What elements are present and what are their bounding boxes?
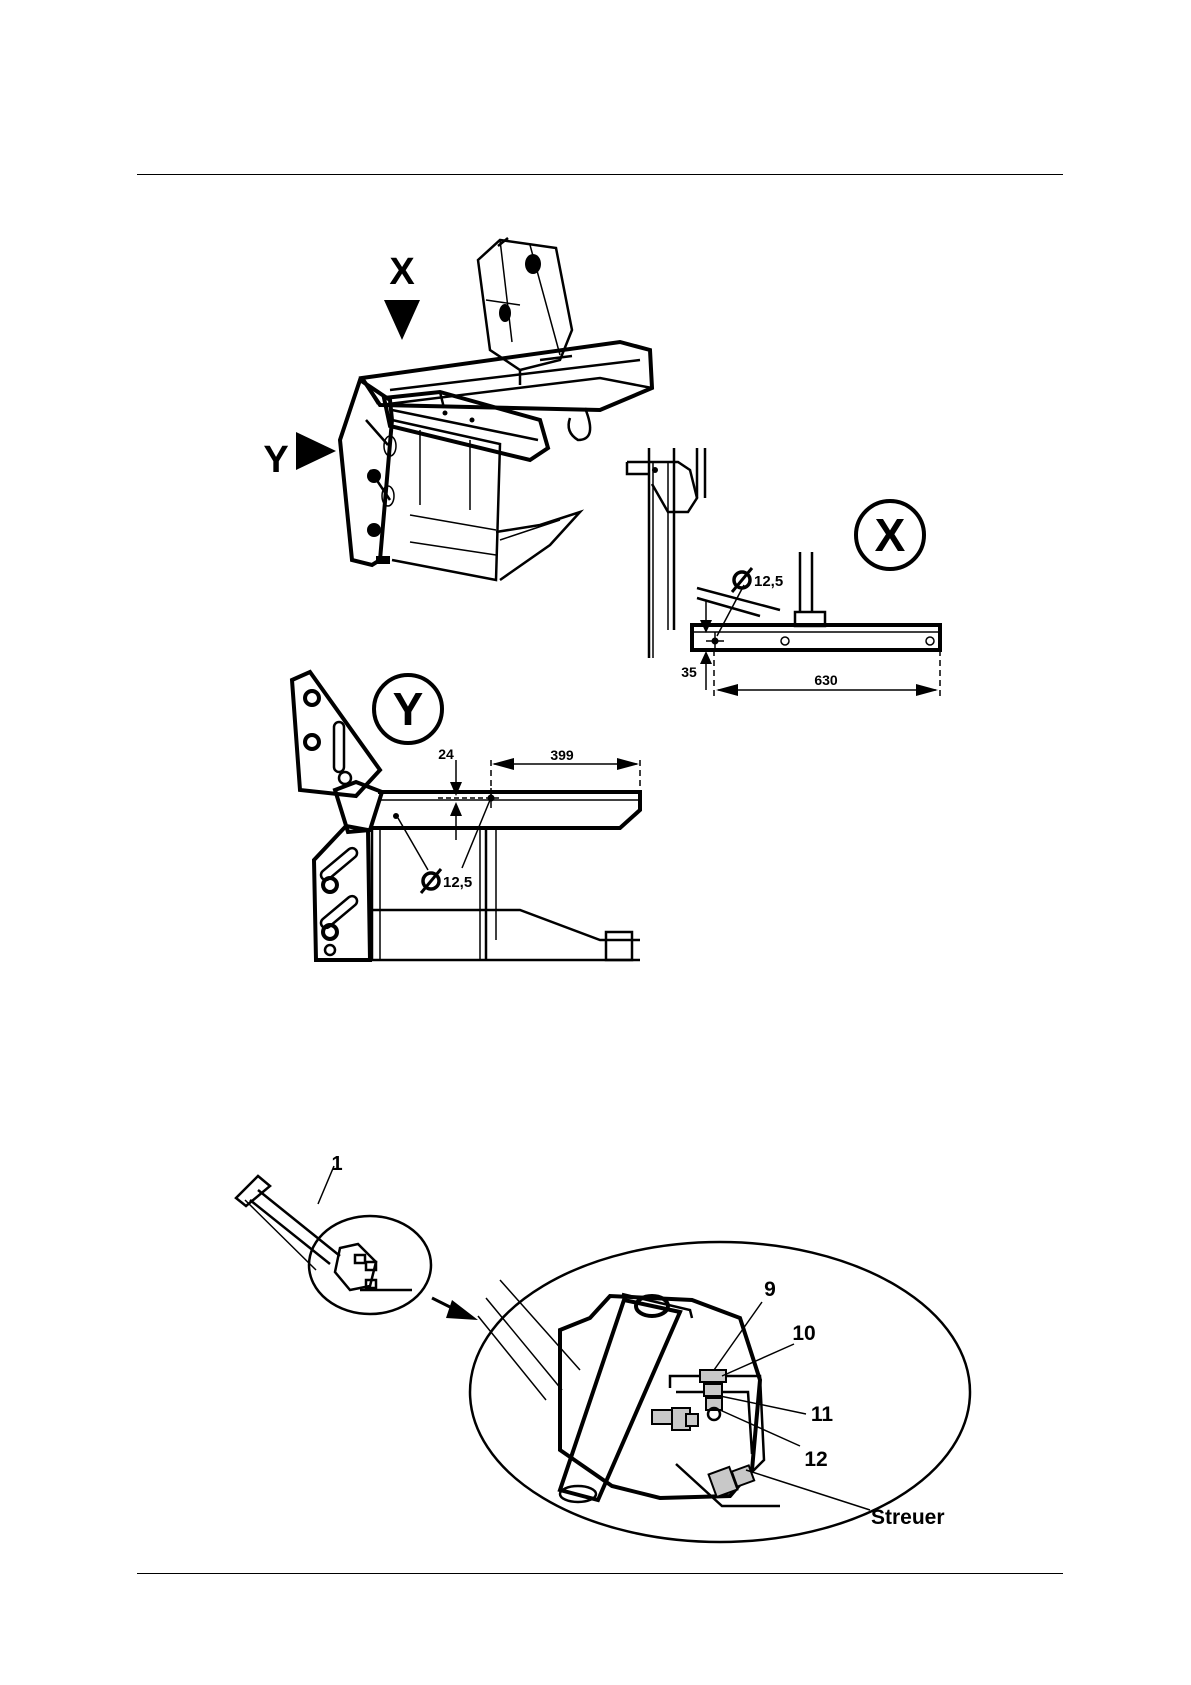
detail-y-drill-hole bbox=[488, 795, 495, 802]
detail-x-post-bracket bbox=[627, 462, 697, 512]
isometric-frame-drawing: X Y bbox=[263, 238, 652, 580]
detail-x-post-bolt bbox=[652, 467, 658, 473]
view-y-label: Y bbox=[263, 439, 288, 481]
front-beam-hole bbox=[470, 418, 475, 423]
side-plate-hole bbox=[367, 469, 381, 483]
overview-arm bbox=[250, 1190, 340, 1264]
streuer-label: Streuer bbox=[871, 1506, 945, 1529]
arrow-left-icon bbox=[716, 684, 738, 696]
mounting-overview: 1 bbox=[236, 1153, 478, 1320]
callout-12: 12 bbox=[804, 1448, 827, 1471]
detail-y-knuckle bbox=[335, 782, 382, 832]
detail-x-diameter-value: 12,5 bbox=[754, 573, 783, 590]
detail-y-diameter-leader bbox=[398, 818, 428, 870]
detail-y-lower-hole bbox=[323, 878, 337, 892]
detail-x-horizontal-dimension: 630 bbox=[814, 672, 838, 688]
side-bolt-head bbox=[652, 1410, 672, 1424]
detail-x-beam-hole bbox=[926, 637, 934, 645]
detail-x-label: X bbox=[875, 509, 906, 561]
lower-slope-plate bbox=[496, 512, 580, 580]
hook bbox=[569, 408, 591, 440]
upright-hole bbox=[499, 304, 511, 322]
mounting-magnified: 9 10 11 12 Streuer bbox=[470, 1242, 970, 1542]
detail-x-brace bbox=[697, 588, 780, 616]
callout-11-leader bbox=[720, 1396, 806, 1414]
detail-x-beam-hole bbox=[781, 637, 789, 645]
side-plate-hole bbox=[367, 523, 381, 537]
arrow-up-icon bbox=[700, 651, 712, 664]
callout-1: 1 bbox=[331, 1153, 342, 1175]
detail-y-frame bbox=[372, 828, 640, 960]
detail-y-lower-slot bbox=[319, 846, 359, 882]
detail-y-horizontal-dimension: 399 bbox=[550, 747, 574, 763]
arrow-right-icon bbox=[916, 684, 938, 696]
detail-y-top-beam bbox=[372, 792, 640, 828]
streuer-leader bbox=[746, 1470, 870, 1510]
callout-12-leader bbox=[720, 1410, 800, 1446]
overview-circle bbox=[309, 1216, 431, 1314]
detail-y-drawing: Y 24 bbox=[292, 672, 640, 960]
callout-10: 10 bbox=[792, 1322, 815, 1345]
overview-arm-edge bbox=[245, 1200, 316, 1270]
side-plate-foot bbox=[376, 556, 390, 564]
arrow-left-icon bbox=[492, 758, 514, 770]
callout-9: 9 bbox=[764, 1278, 776, 1301]
detail-y-frame-inner bbox=[380, 830, 496, 960]
upright-pin-hole bbox=[525, 254, 541, 274]
detail-x-tube bbox=[800, 552, 812, 612]
overview-clamp bbox=[335, 1244, 376, 1290]
detail-y-upper-slot bbox=[334, 722, 344, 772]
detail-x-drawing: X 12,5 35 bbox=[627, 448, 940, 700]
detail-x-vertical-dimension: 35 bbox=[681, 664, 697, 680]
detail-x-beam bbox=[692, 625, 940, 650]
detail-y-lower-plate bbox=[314, 826, 370, 960]
detail-y-upper-hole bbox=[305, 691, 319, 705]
diameter-icon bbox=[732, 568, 752, 592]
detail-y-upper-plate bbox=[292, 672, 380, 796]
overview-clamp-nut bbox=[355, 1255, 365, 1263]
callout-11: 11 bbox=[811, 1403, 834, 1426]
detail-y-upper-hole bbox=[305, 735, 319, 749]
arrow-up-icon bbox=[450, 802, 462, 816]
detail-x-drill-hole bbox=[712, 638, 719, 645]
side-washer bbox=[686, 1414, 698, 1426]
magnified-background-lines bbox=[478, 1280, 580, 1400]
detail-y-upper-bolt bbox=[339, 772, 351, 784]
view-y-arrow-icon bbox=[296, 432, 336, 470]
lower-washer bbox=[732, 1465, 754, 1486]
view-x-label: X bbox=[389, 251, 415, 293]
arrow-right-icon bbox=[446, 1300, 478, 1320]
detail-y-lower-hole bbox=[325, 945, 335, 955]
arrow-right-icon bbox=[617, 758, 639, 770]
detail-y-diameter-value: 12,5 bbox=[443, 874, 472, 891]
upright-tower-edges bbox=[486, 240, 560, 355]
detail-y-vertical-dimension: 24 bbox=[438, 746, 454, 762]
inner-frame bbox=[392, 420, 500, 580]
cross-beam-edges bbox=[362, 360, 652, 405]
view-x-arrow-icon bbox=[384, 300, 420, 340]
pivot-tube bbox=[560, 1300, 680, 1500]
detail-y-label: Y bbox=[393, 683, 424, 735]
detail-y-end-box bbox=[606, 932, 632, 960]
hex-nut bbox=[704, 1384, 722, 1396]
diameter-icon bbox=[421, 869, 441, 893]
front-beam-hole bbox=[443, 411, 448, 416]
